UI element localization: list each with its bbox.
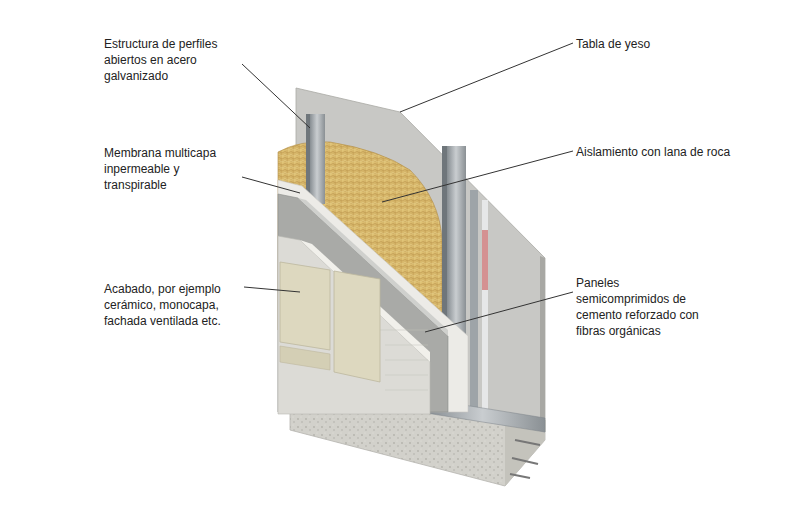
part-label: Membrana multicapa inpermeable y transpi…	[104, 145, 242, 193]
part-label: Estructura de perfiles abiertos en acero…	[104, 36, 242, 84]
part-label: Paneles semicomprimidos de cemento refor…	[576, 275, 712, 339]
part-label: Tabla de yeso	[576, 36, 726, 52]
part-label: Aislamiento con lana de roca	[576, 144, 776, 160]
part-label: Acabado, por ejemplo cerámico, monocapa,…	[104, 281, 242, 329]
